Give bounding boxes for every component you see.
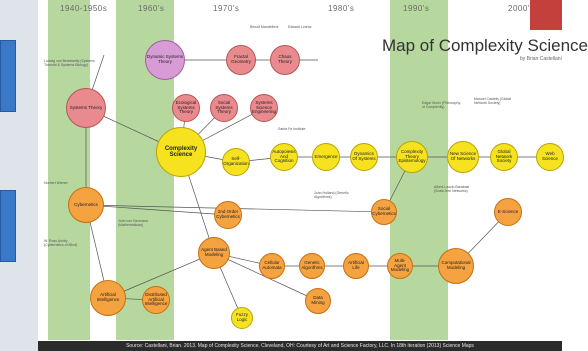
node-complexity-theory-epistemology[interactable]: Complexity Theory Epistemology (396, 141, 428, 173)
node-artificial-intelligence[interactable]: Artificial Intelligence (90, 280, 126, 316)
note-morin: Edgar Morin (Philosophy of Complexity) (422, 101, 461, 109)
era-label-1990s: 1990's (403, 4, 430, 13)
era-label-1940s: 1940-1950s (60, 4, 108, 13)
node-social-cybernetics[interactable]: Social Cybernetics (371, 199, 397, 225)
note-mandelbrot: Benoit Mandelbrot (250, 25, 279, 29)
map-byline: by Brian Castellani (520, 56, 562, 62)
node-systems-theory[interactable]: Systems Theory (66, 88, 106, 128)
node-multi-agent-modeling[interactable]: Multi-Agent Modeling (387, 253, 413, 279)
node-emergence[interactable]: Emergence (312, 143, 340, 171)
era-label-1970s: 1970's (213, 4, 240, 13)
node-dynamic-systems-theory[interactable]: Dynamic Systems Theory (145, 40, 185, 80)
node-artificial-life[interactable]: Artificial Life (343, 253, 369, 279)
note-santa-fe: Santa Fe Institute (278, 127, 306, 131)
node-distributed-ai[interactable]: Distributed Artificial Intelligence (142, 286, 170, 314)
era-label-1980s: 1980's (328, 4, 355, 13)
node-social-systems-theory[interactable]: Social Systems Theory (210, 94, 238, 122)
node-fractal-geometry[interactable]: Fractal Geometry (226, 45, 256, 75)
node-cybernetics[interactable]: Cybernetics (68, 187, 104, 223)
node-cellular-automata[interactable]: Cellular Automata (259, 253, 285, 279)
source-caption: Source: Castellani, Brian. 2013. Map of … (38, 341, 562, 351)
node-self-organization[interactable]: Self-Organization (222, 148, 250, 176)
node-global-network-society[interactable]: Global Network Society (490, 143, 518, 171)
node-dynamics-of-systems[interactable]: Dynamics Of Systems (350, 143, 378, 171)
era-band-1940s (48, 0, 90, 340)
panel-frame-upper[interactable] (0, 40, 16, 112)
book-cover-image (530, 0, 562, 30)
note-ashby: W. Ross Ashby (Cybernetics of Mind) (44, 239, 78, 247)
era-label-2000s: 2000's (508, 4, 535, 13)
node-computational-modeling[interactable]: Computational Modeling (438, 248, 474, 284)
map-title: Map of Complexity Science (382, 36, 588, 55)
node-ecological-systems-theory[interactable]: Ecological Systems Theory (172, 94, 200, 122)
node-agent-based-modeling[interactable]: Agent Based Modeling (198, 237, 230, 269)
node-data-mining[interactable]: Data Mining (305, 288, 331, 314)
complexity-map: 1940-1950s 1960's 1970's 1980's 1990's 2… (38, 0, 588, 340)
note-lorenz: Edward Lorenz (288, 25, 312, 29)
node-autopoiesis[interactable]: Autopoiesis And Cognition (270, 143, 298, 171)
node-fuzzy-logic[interactable]: Fuzzy Logic (231, 307, 253, 329)
left-side-panel (0, 0, 38, 351)
era-label-1960s: 1960's (138, 4, 165, 13)
note-holland: John Holland (Genetic Algorithms) (314, 191, 349, 199)
node-e-science[interactable]: E-Science (494, 198, 522, 226)
node-genetic-algorithms[interactable]: Genetic Algorithms (299, 253, 325, 279)
node-new-science-of-networks[interactable]: New Science Of Networks (447, 141, 479, 173)
node-web-science[interactable]: Web Science (536, 143, 564, 171)
node-systems-science-engineering[interactable]: Systems Science Engineering (250, 94, 278, 122)
panel-frame-lower[interactable] (0, 190, 16, 262)
note-castells: Manuel Castells (Global Network Society) (474, 97, 512, 105)
node-complexity-science[interactable]: Complexity Science (156, 127, 206, 177)
note-barabasi: Albert-Laszlo Barabasi (Scale-free Netwo… (434, 185, 470, 193)
node-second-order-cybernetics[interactable]: 2nd Order Cybernetics (214, 201, 242, 229)
note-von-neumann: John von Neumann (Mathematician) (118, 219, 149, 227)
node-chaos-theory[interactable]: Chaos Theory (270, 45, 300, 75)
note-wiener: Norbert Wiener (44, 181, 68, 185)
note-bertalanffy: Ludwig von Bertalanffy (Systems Theorist… (44, 59, 95, 67)
